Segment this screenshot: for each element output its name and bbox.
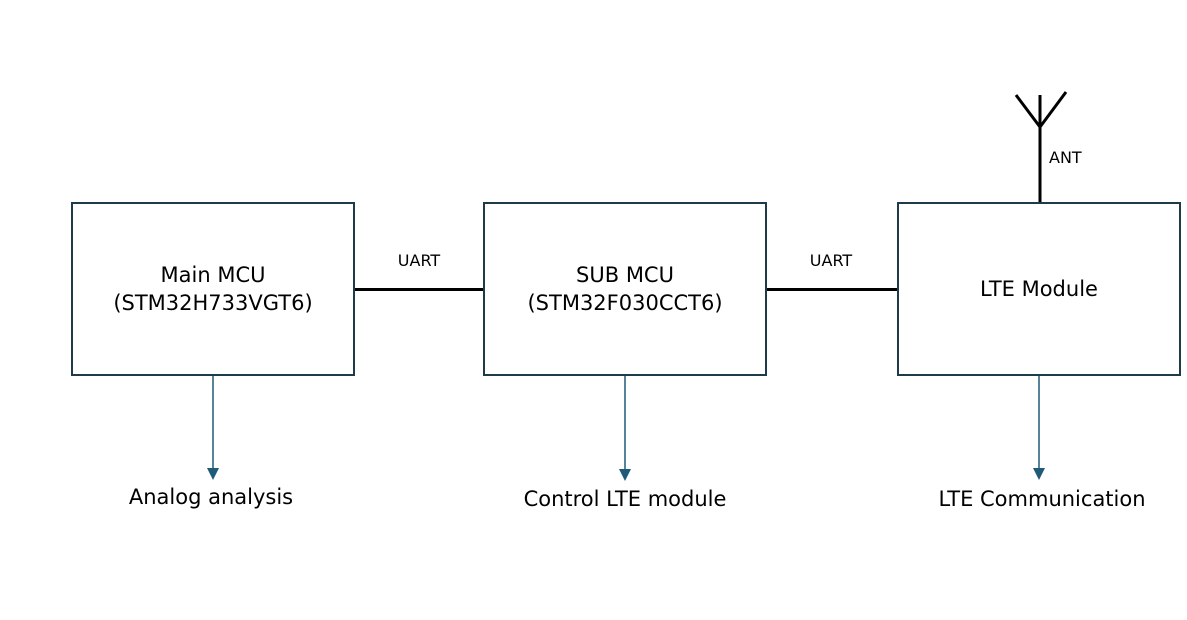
uart-line-sub-lte: [767, 288, 898, 291]
sub-mcu-output-label: Control LTE module: [523, 487, 727, 511]
uart-label-sub-lte: UART: [809, 251, 853, 270]
uart-label-main-sub: UART: [397, 251, 441, 270]
sub-mcu-part-number: (STM32F030CCT6): [527, 291, 723, 315]
sub-mcu-title: SUB MCU: [576, 263, 674, 287]
lte-module-block: LTE Module: [897, 202, 1181, 376]
main-mcu-part-number: (STM32H733VGT6): [113, 291, 313, 315]
main-mcu-output-label: Analog analysis: [128, 485, 294, 509]
lte-module-output-label: LTE Communication: [938, 487, 1146, 511]
antenna-icon: [1014, 91, 1068, 203]
main-mcu-title: Main MCU: [160, 263, 266, 287]
antenna-label: ANT: [1049, 148, 1082, 167]
uart-line-main-sub: [355, 288, 484, 291]
sub-mcu-block: SUB MCU (STM32F030CCT6): [483, 202, 767, 376]
lte-module-title: LTE Module: [980, 277, 1098, 301]
main-mcu-block: Main MCU (STM32H733VGT6): [71, 202, 355, 376]
